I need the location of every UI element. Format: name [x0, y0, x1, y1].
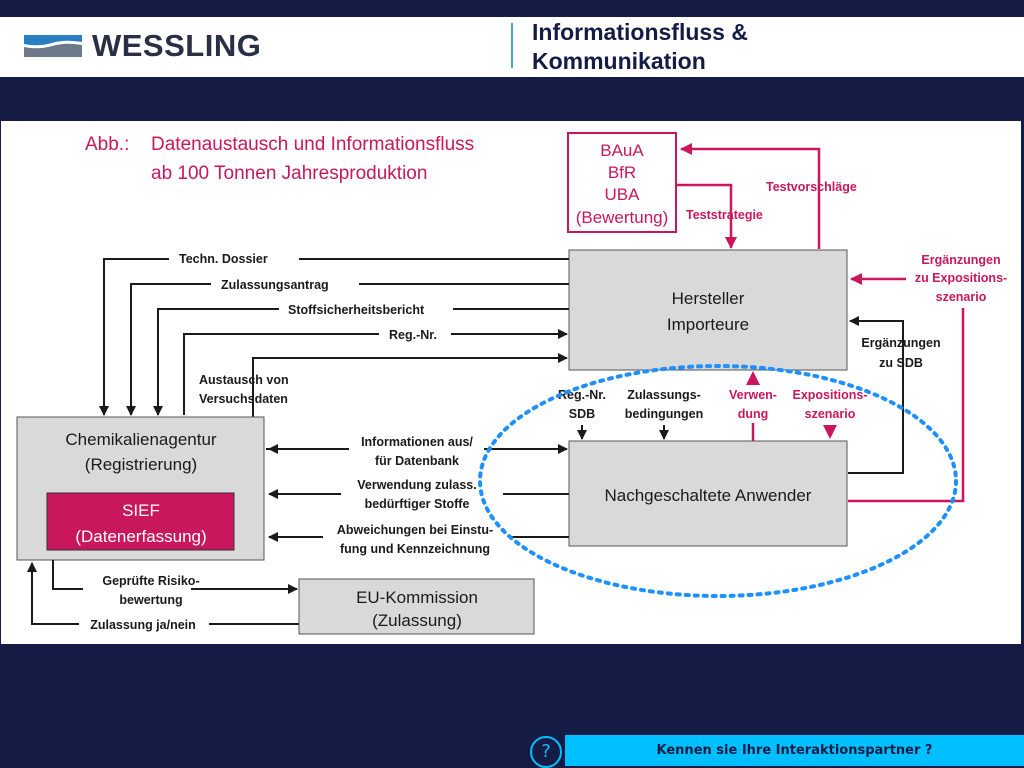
flow-label-zulassungsantrag: Zulassungsantrag [221, 278, 329, 292]
label-zulassung-ja-nein: Zulassung ja/nein [90, 618, 196, 632]
label-risiko-2: bewertung [119, 593, 182, 607]
diagram-panel: Abb.: Datenaustausch und Informationsflu… [1, 121, 1021, 644]
label-teststrategie: Teststrategie [686, 208, 763, 222]
down-label-verwendung-2: dung [738, 407, 769, 421]
mid-label-abweichungen-1: Abweichungen bei Einstu- [337, 523, 493, 537]
diagram-heading-line1: Datenaustausch und Informationsfluss [151, 134, 474, 155]
down-label-regnr-1: Reg.-Nr. [558, 388, 606, 402]
highlight-ellipse [478, 364, 958, 598]
slide-title-line2: Kommunikation [532, 48, 706, 74]
sief-box-line2: (Datenerfassung) [75, 527, 206, 546]
slide-title-line1: Informationsfluss & [532, 19, 748, 45]
manufacturer-box-line2: Importeure [667, 315, 749, 334]
eu-box-line2: (Zulassung) [372, 611, 462, 630]
flow-arrow-dossier [99, 258, 169, 416]
down-label-regnr-2: SDB [569, 407, 595, 421]
label-risiko-1: Geprüfte Risiko- [102, 574, 199, 588]
wessling-logo-icon [24, 35, 82, 57]
logo-text: WESSLING [92, 28, 262, 63]
flow-arrow-zulassungsantrag [126, 283, 211, 416]
exposition-arrowhead [823, 425, 837, 439]
mid-label-informationen-2: für Datenbank [375, 454, 459, 468]
risiko-line [52, 560, 83, 590]
downstream-users-box-label: Nachgeschaltete Anwender [605, 486, 812, 505]
diagram-heading-line2: ab 100 Tonnen Jahresproduktion [151, 163, 427, 184]
flow-line-regnr [183, 333, 379, 415]
top-band [0, 0, 1024, 17]
flow-label-dossier: Techn. Dossier [179, 252, 268, 266]
agency-box-line2: (Registrierung) [85, 455, 197, 474]
mid-label-verwendung-2: bedürftiger Stoffe [365, 497, 470, 511]
manufacturer-box [568, 249, 848, 371]
help-icon[interactable]: ? [530, 736, 562, 768]
down-label-exposition-2: szenario [805, 407, 856, 421]
sief-box [46, 492, 235, 551]
authority-box [567, 132, 677, 233]
header-divider [511, 23, 513, 68]
down-label-zulassung-1: Zulassungs- [627, 388, 701, 402]
sief-box-line1: SIEF [122, 501, 160, 520]
bottom-bar [565, 735, 1024, 766]
exposition-feedback-line [848, 308, 965, 503]
label-ergaenzungen-sdb-2: zu SDB [879, 356, 923, 370]
authority-box-line2: BfR [608, 163, 636, 182]
eu-box-line1: EU-Kommission [356, 588, 478, 607]
ergaenzungen-sdb-arrow [848, 316, 904, 474]
label-testvorschlaege: Testvorschläge [766, 180, 857, 194]
testvorschlaege-arrow [680, 143, 821, 249]
authority-box-line3: UBA [605, 185, 641, 204]
down-label-verwendung-1: Verwen- [729, 388, 777, 402]
label-ergaenzungen-expo-1: Ergänzungen [921, 253, 1000, 267]
diagram-heading-label: Abb.: [85, 134, 129, 155]
agency-box-line1: Chemikalienagentur [65, 430, 217, 449]
label-ergaenzungen-sdb-1: Ergänzungen [861, 336, 940, 350]
mid-label-abweichungen-2: fung und Kennzeichnung [340, 542, 490, 556]
label-ergaenzungen-expo-3: szenario [936, 290, 987, 304]
authority-box-line1: BAuA [600, 141, 644, 160]
bottom-bar-text: Kennen sie Ihre Interaktionspartner ? [656, 743, 933, 758]
mid-label-informationen-1: Informationen aus/ [361, 435, 473, 449]
down-label-exposition-1: Expositions- [792, 388, 867, 402]
label-austausch-1: Austausch von [199, 373, 289, 387]
down-label-zulassung-2: bedingungen [625, 407, 703, 421]
flow-diagram: Abb.: Datenaustausch und Informationsflu… [16, 132, 1007, 635]
mid-label-verwendung-1: Verwendung zulass. [357, 478, 476, 492]
authority-box-line4: (Bewertung) [576, 208, 669, 227]
label-ergaenzungen-expo-2: zu Expositions- [915, 271, 1007, 285]
zulassung-arrow-up [27, 562, 79, 625]
flow-arrow-stoffsicherheit [153, 308, 279, 416]
teststrategie-arrow [676, 183, 737, 249]
eu-commission-box [298, 578, 535, 635]
flow-label-regnr: Reg.-Nr. [389, 328, 437, 342]
flow-label-stoffsicherheit: Stoffsicherheitsbericht [288, 303, 425, 317]
label-austausch-2: Versuchsdaten [199, 392, 288, 406]
slide-title: Informationsfluss & Kommunikation [532, 18, 992, 76]
verwendung-arrowhead [746, 371, 760, 385]
manufacturer-box-line1: Hersteller [672, 289, 745, 308]
